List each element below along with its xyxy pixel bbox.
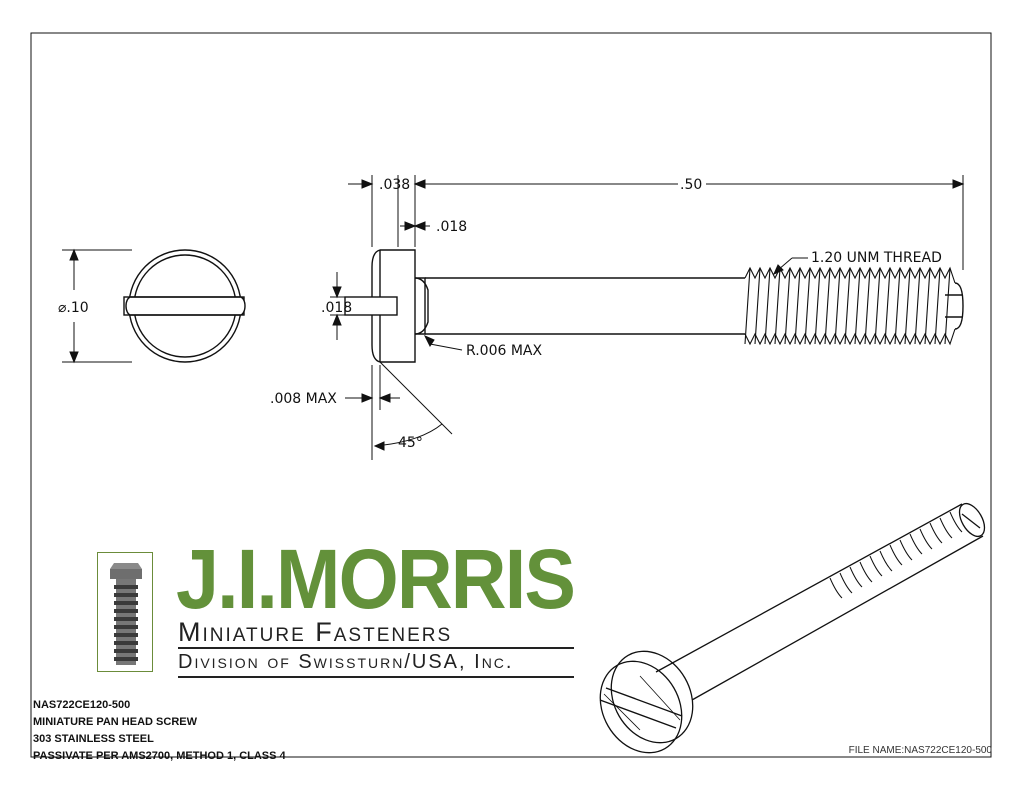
brand-division: Division of Swissturn/USA, Inc.: [178, 651, 514, 673]
brand-tagline: Miniature Fasteners: [178, 617, 453, 647]
thread-profile: [744, 266, 956, 346]
drawing-border: [30, 32, 992, 758]
end-view-slot: [125, 296, 246, 316]
diameter-label: ⌀.10: [58, 300, 89, 316]
angle-label: 45°: [398, 435, 423, 451]
slot-depth-label: .018: [436, 219, 467, 235]
part-description: MINIATURE PAN HEAD SCREW: [33, 716, 197, 728]
overall-length-label: .50: [680, 177, 702, 193]
diameter-dimension: [62, 248, 132, 364]
brand-name: J.I.MORRIS: [176, 532, 576, 626]
isometric-view: [599, 502, 986, 754]
brand-divider: [178, 647, 574, 649]
side-view: [344, 249, 964, 363]
brand-divider-bottom: [178, 676, 574, 678]
side-dimensions: [330, 175, 965, 460]
material: 303 STAINLESS STEEL: [33, 733, 154, 745]
end-view: [123, 249, 245, 363]
slot-width-label: .018: [321, 300, 352, 316]
screw-logo-icon: [110, 563, 142, 665]
logo-emblem: [97, 552, 153, 672]
file-name: FILE NAME:NAS722CE120-500: [848, 745, 992, 756]
finish: PASSIVATE PER AMS2700, METHOD 1, CLASS 4: [33, 750, 286, 762]
head-height-label: .038: [379, 177, 410, 193]
title-block: NAS722CE120-500 MINIATURE PAN HEAD SCREW…: [33, 697, 453, 765]
radius-label: R.006 MAX: [466, 343, 543, 359]
thread-label: 1.20 UNM THREAD: [811, 250, 942, 266]
part-number: NAS722CE120-500: [33, 699, 131, 711]
chamfer-label: .008 MAX: [270, 391, 337, 407]
